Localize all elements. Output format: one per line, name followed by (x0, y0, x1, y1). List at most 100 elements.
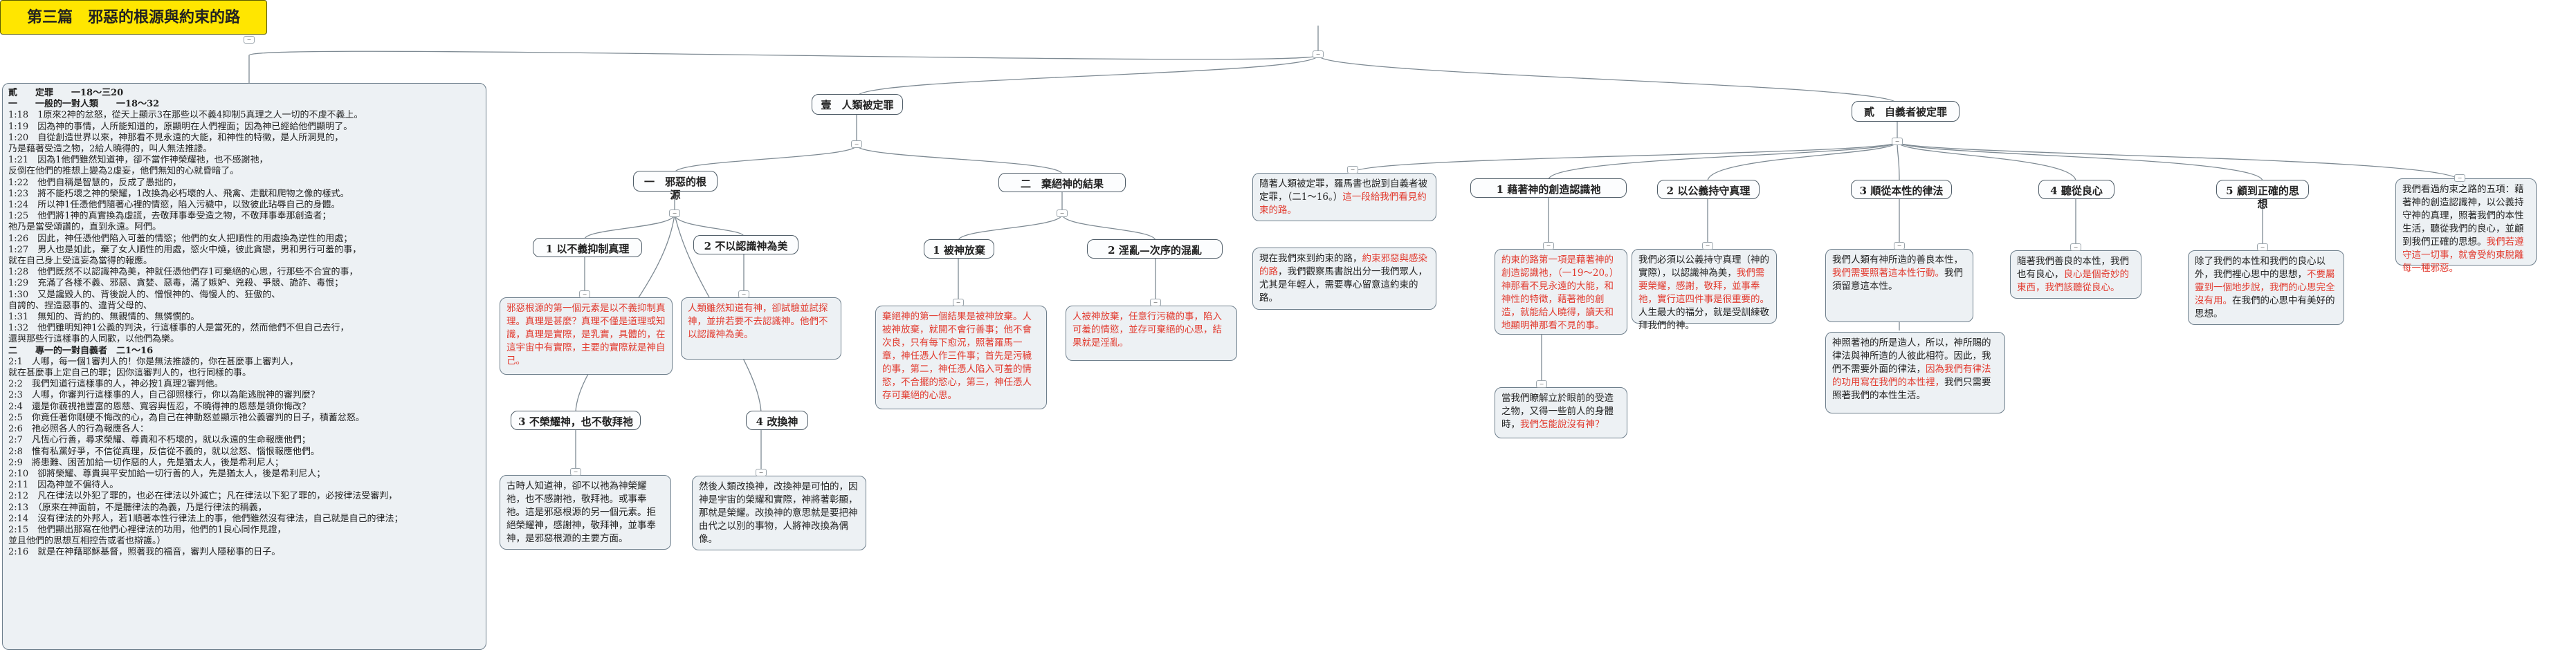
topic-suppress-truth[interactable]: 1 以不義抑制真理 (533, 238, 642, 257)
note-way-of-restraint-red: 這一段給我們看見約束的路。 (1259, 192, 1427, 216)
topic-given-up-label: 1 被神放棄 (933, 244, 985, 257)
collapse-toggle-results[interactable]: − (1057, 209, 1068, 217)
verse-line: 2:14 沒有律法的外邦人，若1順著本性行律法上的事，他們雖然沒有律法，自己就是… (8, 513, 403, 524)
verse-line: 2:5 你竟任著你剛硬不悔改的心，為自己在神動怒並顯示祂公義審判的日子，積蓄忿怒… (8, 412, 365, 423)
topic-know-by-creation[interactable]: 1 藉著神的創造認識祂 (1470, 178, 1627, 198)
topic-root-of-evil[interactable]: 一 邪惡的根源 (633, 171, 718, 201)
topic-law-of-nature[interactable]: 3 順從本性的律法 (1851, 180, 1952, 199)
verse-line: 2:1 人哪，每一個1審判人的！你是無法推諉的，你在甚麼事上審判人， (8, 356, 299, 367)
verse-line: 貳 定罪 一18～三20 (8, 88, 124, 98)
verse-line: 2:9 將患難、困苦加給一切作惡的人，先是猶太人，後是希利尼人； (8, 457, 284, 468)
collapse-toggle-8[interactable]: − (1543, 242, 1554, 250)
note-know-by-creation: 約束的路第一項是藉著神的創造認識祂，（一19～20。）神那看不見永遠的大能，和神… (1495, 249, 1627, 335)
note-not-know-god-text: 人類雖然知道有神，卻試驗並試探神，並拚若要不去認識神。他們不以認識神為美。 (688, 303, 828, 340)
topic-root-of-evil-label: 一 邪惡的根源 (643, 176, 706, 201)
verse-line: 1:31 無知的、背約的、無親情的、無憐憫的。 (8, 312, 200, 323)
verse-line: 2:13 （原來在神面前，不是聽律法的為義，乃是行律法的稱義， (8, 502, 267, 513)
topic-proper-thoughts[interactable]: 5 顧到正確的思想 (2216, 180, 2309, 210)
note-proper-thoughts-b: 不要屬靈到一個地步說，我們的心思完全沒有用。 (2195, 269, 2335, 306)
topic-hold-truth[interactable]: 2 以公義持守真理 (1657, 180, 1760, 199)
verse-line: 1:32 他們雖明知神1公義的判決，行這樣事的人是當死的，然而他們不但自己去行， (8, 323, 349, 334)
verse-line: 1:23 將不能朽壞之神的榮耀，1改換為必朽壞的人、飛禽、走獸和爬物之像的樣式。 (8, 188, 349, 199)
verse-line: 2:11 因為神並不偏待人。 (8, 480, 119, 491)
collapse-toggle-14[interactable]: − (1536, 380, 1547, 388)
topic-condemned[interactable]: 壹 人類被定罪 (812, 94, 903, 115)
topic-disorder[interactable]: 2 淫亂—次序的混亂 (1087, 239, 1223, 259)
topic-not-know-god[interactable]: 2 不以認識神為美 (693, 235, 798, 254)
verse-line: 1:29 充滿了各樣不義、邪惡、貪婪、惡毒，滿了嫉妒、兇殺、爭競、詭詐、毒恨； (8, 278, 344, 289)
collapse-toggle-1[interactable]: − (579, 290, 590, 298)
collapse-toggle-7[interactable]: − (1347, 166, 1358, 174)
root-topic[interactable]: 第三篇 邪惡的根源與約束的路 (0, 0, 267, 35)
verse-line: 自誇的、捏造惡事的、違背父母的、 (8, 300, 153, 311)
collapse-toggle-6[interactable]: − (1150, 299, 1161, 306)
collapse-toggle-11[interactable]: − (2070, 243, 2081, 251)
verse-line: 1:25 他們將1神的真實換為虛謊，去敬拜事奉受造之物，不敬拜事奉那創造者； (8, 211, 331, 222)
verse-line: 2:16 就是在神藉耶穌基督，照著我的福音，審判人隱秘事的日子。 (8, 547, 281, 558)
verse-line: 祂乃是當受頌讚的，直到永遠。阿們。 (8, 222, 162, 233)
note-not-glorify: 古時人知道神，卻不以祂為神榮耀祂，也不感謝祂，敬拜祂。或事奉祂。這是邪惡根源的另… (500, 475, 671, 550)
note-law-of-nature-a: 我們人類有神所造的善良本性， (1832, 254, 1963, 266)
collapse-toggle-2[interactable]: − (738, 290, 749, 298)
collapse-toggle-self-righteous[interactable]: − (1892, 138, 1903, 145)
note-creation-sub-red: 我們怎能說沒有神？ (1520, 419, 1605, 430)
verse-line: 2:2 我們知道行這樣事的人，神必按1真理2審判他。 (8, 379, 223, 390)
collapse-toggle-13[interactable]: − (2454, 174, 2465, 182)
verse-line: 1:26 因此，神任憑他們陷入可羞的情慾；他們的女人把順性的用處換為逆性的用處； (8, 233, 353, 244)
topic-rejection-results-label: 二 棄絕神的結果 (1020, 178, 1104, 190)
topic-change-god[interactable]: 4 改換神 (746, 411, 808, 430)
note-heed-conscience-a: 隨著我們善良的本性，我們也有良心， (2017, 256, 2129, 280)
note-summary-b: 我們若遵守這一切事，就會受約束脫離每一種邪惡。 (2402, 236, 2524, 274)
verse-line: 1:19 因為神的事情，人所能知道的，原顯明在人們裡面；因為神已經給他們顯明了。 (8, 121, 353, 132)
collapse-toggle-root-of-evil[interactable]: − (669, 209, 680, 217)
note-law-sub-c: 我們只需要照著我們的本性生活。 (1832, 377, 1991, 401)
collapse-toggle-4[interactable]: − (756, 469, 767, 476)
note-way-of-restraint-detail: 現在我們來到約束的路，約束邪惡與感染的路，我們觀察馬書說出分一我們眾人，尤其是年… (1252, 248, 1436, 310)
verse-line: 2:4 還是你藐視祂豐富的恩慈、寬容與恆忍，不曉得神的恩慈是領你悔改？ (8, 401, 311, 412)
note-change-god: 然後人類改換神，改換神是可怕的，因神是宇宙的榮耀和實際，神將著彰顯，那就是榮耀。… (692, 476, 866, 550)
note-law-of-nature: 我們人類有神所造的善良本性， 我們需要照著這本性行動。我們須留意這本性。 (1825, 249, 1973, 322)
note-hold-truth-a: 我們必須以公義持守真理（神的實際），以認識神為美， (1638, 254, 1769, 279)
verse-line: 1:24 所以神1任憑他們隨著心裡的情慾，陷入污穢中，以致彼此玷辱自己的身體。 (8, 200, 340, 211)
topic-not-glorify[interactable]: 3 不榮耀神，也不敬拜祂 (511, 411, 641, 430)
topic-suppress-truth-label: 1 以不義抑制真理 (545, 243, 630, 255)
verse-line: 2:12 凡在律法以外犯了罪的，也必在律法以外滅亡；凡在律法以下犯了罪的，必按律… (8, 491, 398, 502)
verse-line: 反倒在他們的推想上變為2虛妄，他們無知的心就昏暗了。 (8, 166, 239, 177)
note-law-of-nature-b: 我們需要照著這本性行動。 (1832, 268, 1944, 279)
collapse-toggle-left[interactable]: − (244, 36, 255, 44)
topic-heed-conscience[interactable]: 4 聽從良心 (2038, 180, 2114, 199)
verse-line: 並且他們的思想互相控告或者也辯護。） (8, 536, 166, 547)
note-change-god-text: 然後人類改換神，改換神是可怕的，因神是宇宙的榮耀和實際，神將著彰顯，那就是榮耀。… (699, 481, 858, 545)
topic-given-up[interactable]: 1 被神放棄 (924, 239, 994, 259)
topic-rejection-results[interactable]: 二 棄絕神的結果 (998, 173, 1126, 192)
topic-proper-thoughts-label: 5 顧到正確的思想 (2226, 185, 2299, 210)
verse-line: 1:20 自從創造世界以來，神那看不見永遠的大能，和神性的特徵，是人所洞見的， (8, 132, 344, 143)
topic-disorder-label: 2 淫亂—次序的混亂 (1108, 244, 1202, 257)
collapse-toggle-3[interactable]: − (570, 468, 581, 476)
note-law-of-nature-c: 我們須留意這本性。 (1832, 268, 1963, 292)
collapse-toggle-root[interactable]: − (1313, 50, 1324, 58)
collapse-toggle-12[interactable]: − (2257, 243, 2268, 251)
verse-line: 一 一般的一對人類 一18～32 (8, 99, 160, 110)
note-heed-conscience: 隨著我們善良的本性，我們也有良心，良心是個奇妙的東西，我們該聽從良心。 (2010, 250, 2141, 299)
collapse-toggle-10[interactable]: − (1894, 242, 1905, 250)
note-given-up: 棄絕神的第一個結果是被神放棄。人被神放棄，就開不會行善事；他不會次良，只有每下愈… (875, 306, 1047, 409)
topic-law-of-nature-label: 3 順從本性的律法 (1859, 185, 1944, 197)
verse-line: 2:8 惟有私黨好爭，不信從真理，反信從不義的，就以忿怒、惱恨報應他們。 (8, 446, 320, 457)
verse-line: 2:6 祂必照各人的行為報應各人： (8, 424, 149, 435)
collapse-toggle-9[interactable]: − (1702, 242, 1713, 250)
collapse-toggle-5[interactable]: − (953, 299, 964, 306)
verse-line: 2:7 凡恆心行善，尋求榮耀、尊貴和不朽壞的，就以永遠的生命報應他們； (8, 435, 311, 446)
verse-line: 2:10 卻將榮耀、尊貴與平安加給一切行善的人，先是猶太人，後是希利尼人； (8, 468, 326, 479)
verse-line: 就在甚麼事上定自己的罪；因你這審判人的，也行同樣的事。 (8, 368, 252, 379)
verse-line: 二 專一的一對自義者 二1～16 (8, 345, 154, 356)
root-title: 第三篇 邪惡的根源與約束的路 (26, 8, 240, 26)
verse-line: 1:27 男人也是如此，棄了女人順性的用處，慾火中燒，彼此貪戀，男和男行可羞的事… (8, 244, 362, 255)
note-know-by-creation-text: 約束的路第一項是藉著神的創造認識祂，（一19～20。）神那看不見永遠的大能，和神… (1501, 254, 1619, 331)
topic-self-righteous[interactable]: 貳 自義者被定罪 (1852, 101, 1960, 122)
note-proper-thoughts: 除了我們的本性和我們的良心以外，我們裡心思中的思想，不要屬靈到一個地步說，我們的… (2188, 250, 2344, 325)
note-hold-truth-b: 我們需要榮耀，感謝，敬拜，並事奉祂，實行這四件事是很重要的。 (1638, 268, 1769, 305)
note-disorder: 人被神放棄，任意行污穢的事，陷入可羞的情慾，並存可棄絕的心思，結果就是淫亂。 (1066, 306, 1237, 361)
collapse-toggle-condemned[interactable]: − (851, 140, 862, 148)
topic-change-god-label: 4 改換神 (756, 416, 798, 428)
